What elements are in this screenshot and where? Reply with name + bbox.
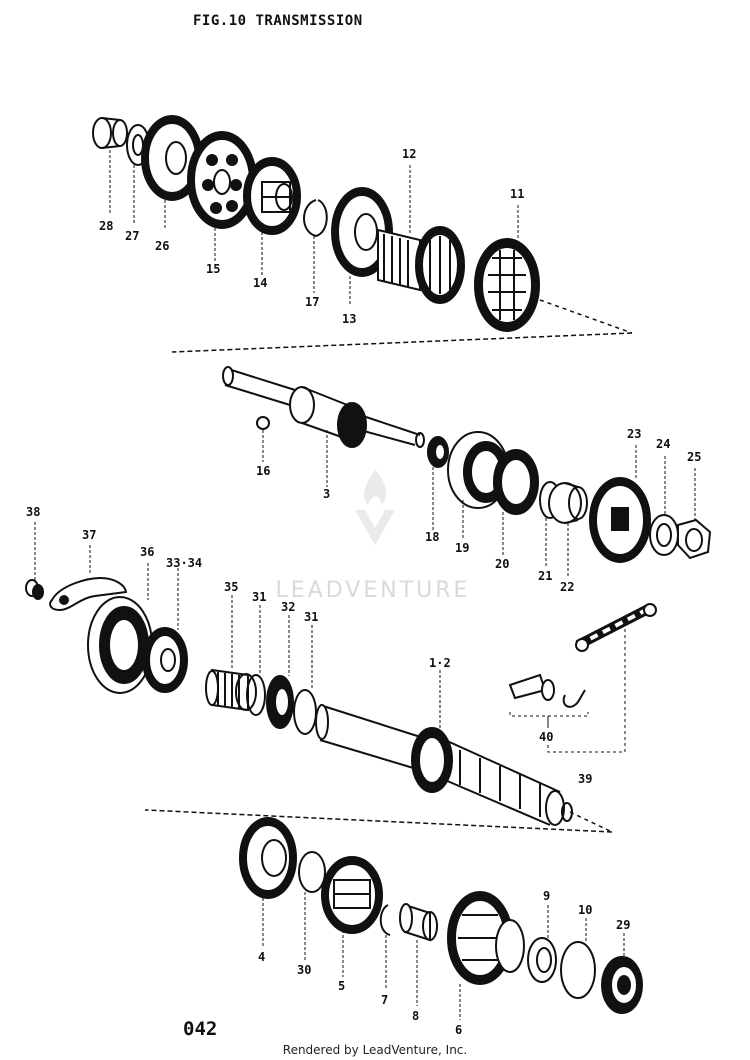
part-17-circlip <box>303 199 328 238</box>
callout-8: 8 <box>412 1009 419 1023</box>
part-39-chain <box>575 603 657 652</box>
callout-6: 6 <box>455 1023 462 1037</box>
callout-37: 37 <box>82 528 96 542</box>
callout-17: 17 <box>305 295 319 309</box>
countershaft-assembly <box>92 115 633 334</box>
callout-29: 29 <box>616 918 630 932</box>
callout-19: 19 <box>455 541 469 555</box>
callout-14: 14 <box>253 276 267 290</box>
callout-4: 4 <box>258 950 265 964</box>
callout-3: 3 <box>323 487 330 501</box>
drive-chain-assembly <box>508 603 657 753</box>
mainshaft-gears-assembly <box>239 817 643 1014</box>
part-5-gear <box>321 856 383 934</box>
leadventure-logo-icon <box>355 470 395 545</box>
leadventure-watermark: LEADVENTURE <box>275 578 471 603</box>
callout-25: 25 <box>687 450 701 464</box>
part-38-screw <box>25 579 44 600</box>
callout-24: 24 <box>656 437 670 451</box>
part-4-gear <box>239 817 297 899</box>
part-30-washer <box>298 851 326 893</box>
callout-21: 21 <box>538 569 552 583</box>
part-12-countershaft <box>377 226 465 304</box>
part-8-bushing <box>399 903 438 942</box>
part-33-34-gear <box>142 627 188 693</box>
part-20-oil-seal <box>493 449 539 515</box>
part-10-circlip <box>560 941 596 999</box>
part-15-gear <box>187 131 257 229</box>
callout-39: 39 <box>578 772 592 786</box>
callout-36: 36 <box>140 545 154 559</box>
part-18-bushing <box>427 436 449 468</box>
part-32-thrust-bearing <box>266 675 294 729</box>
callout-12: 12 <box>402 147 416 161</box>
callout-13: 13 <box>342 312 356 326</box>
callout-32: 32 <box>281 600 295 614</box>
callout-15: 15 <box>206 262 220 276</box>
part-31-washer-b <box>293 689 317 735</box>
footer-credit: Rendered by LeadVenture, Inc. <box>282 1043 468 1057</box>
driveshaft-assembly <box>222 366 712 563</box>
callout-30: 30 <box>297 963 311 977</box>
callout-labels: 28 27 26 15 14 17 13 12 11 16 3 18 19 20… <box>26 147 701 1037</box>
callout-28: 28 <box>99 219 113 233</box>
callout-11: 11 <box>510 187 524 201</box>
callout-31-a: 31 <box>252 590 266 604</box>
part-31-washer-a <box>246 674 266 716</box>
callout-23: 23 <box>627 427 641 441</box>
callout-33-34: 33·34 <box>166 556 202 570</box>
part-36-bearing <box>87 596 153 694</box>
part-3-shaft <box>222 366 425 448</box>
callout-9: 9 <box>543 889 550 903</box>
callout-31-b: 31 <box>304 610 318 624</box>
callout-27: 27 <box>125 229 139 243</box>
callout-10: 10 <box>578 903 592 917</box>
callout-38: 38 <box>26 505 40 519</box>
part-37-retainer <box>49 576 128 612</box>
callout-16: 16 <box>256 464 270 478</box>
part-35-needle-bearing <box>205 668 257 712</box>
part-14-gear <box>243 157 301 235</box>
part-28-bushing <box>92 117 128 149</box>
part-16-ball <box>256 416 270 430</box>
callout-5: 5 <box>338 979 345 993</box>
part-25-nut <box>677 518 712 560</box>
callout-40: 40 <box>539 730 553 744</box>
part-6-gear <box>447 891 525 985</box>
part-29-bearing <box>601 956 643 1014</box>
callout-22: 22 <box>560 580 574 594</box>
connector-line-upper <box>171 332 633 353</box>
callout-26: 26 <box>155 239 169 253</box>
callout-18: 18 <box>425 530 439 544</box>
page-number: 042 <box>183 1018 218 1040</box>
mainshaft-assembly <box>25 576 613 833</box>
part-22-spacer <box>548 482 588 524</box>
callout-20: 20 <box>495 557 509 571</box>
part-40-master-link <box>508 673 586 708</box>
callout-7: 7 <box>381 993 388 1007</box>
part-9-washer <box>527 937 557 983</box>
leader-lines <box>34 150 696 1020</box>
part-11-gear <box>474 238 540 332</box>
part-7-circlip <box>379 904 391 936</box>
callout-1-2: 1·2 <box>429 656 451 670</box>
part-1-2-mainshaft <box>315 704 573 826</box>
part-23-sprocket <box>589 477 651 563</box>
callout-35: 35 <box>224 580 238 594</box>
figure-title: FIG.10 TRANSMISSION <box>193 13 363 29</box>
connector-line-lower <box>144 809 613 833</box>
part-24-lock-washer <box>649 514 679 556</box>
